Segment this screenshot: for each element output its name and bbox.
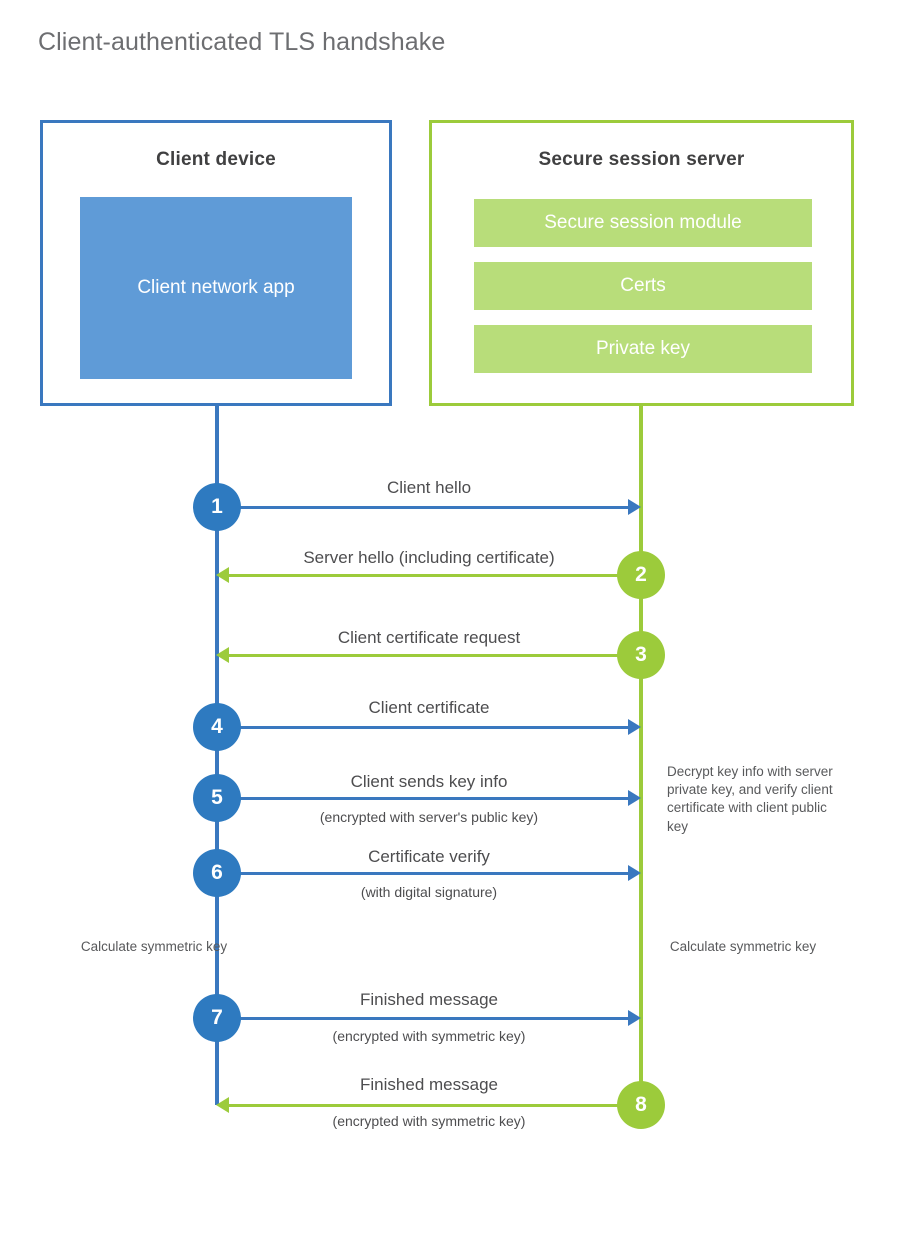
secure-session-server-title: Secure session server <box>538 149 745 170</box>
server-decrypt-note: Decrypt key info with server private key… <box>667 764 833 834</box>
step-2-label: Server hello (including certificate) <box>303 548 555 567</box>
client-device-box: Client device Client network app <box>40 120 392 406</box>
step-2-arrow-line <box>229 574 641 577</box>
step-6-arrow-head-icon <box>628 865 641 881</box>
server-component-certs: Certs <box>474 262 812 310</box>
step-5-arrow-line <box>217 797 629 800</box>
client-calculate-symmetric-key-note: Calculate symmetric key <box>80 939 228 954</box>
step-4-arrow-head-icon <box>628 719 641 735</box>
step-5-marker[interactable]: 5 <box>193 774 241 822</box>
step-6-arrow-line <box>217 872 629 875</box>
step-1-label: Client hello <box>386 478 472 497</box>
step-5-arrow-head-icon <box>628 790 641 806</box>
step-1-marker[interactable]: 1 <box>193 483 241 531</box>
step-4-arrow-line <box>217 726 629 729</box>
server-calculate-symmetric-key-note: Calculate symmetric key <box>669 939 817 954</box>
step-6-sublabel: (with digital signature) <box>360 884 498 900</box>
step-6-marker[interactable]: 6 <box>193 849 241 897</box>
step-5-label: Client sends key info <box>350 772 508 791</box>
step-4-marker[interactable]: 4 <box>193 703 241 751</box>
step-7-marker[interactable]: 7 <box>193 994 241 1042</box>
step-2-arrow-head-icon <box>216 567 229 583</box>
step-2-marker[interactable]: 2 <box>617 551 665 599</box>
step-8-sublabel: (encrypted with symmetric key) <box>332 1113 526 1129</box>
step-7-label: Finished message <box>360 990 498 1009</box>
server-lifeline <box>639 406 643 1105</box>
step-5-sublabel: (encrypted with server's public key) <box>319 809 539 825</box>
step-7-arrow-line <box>217 1017 629 1020</box>
step-3-arrow-head-icon <box>216 647 229 663</box>
client-lifeline <box>215 406 219 1105</box>
step-1-arrow-line <box>217 506 629 509</box>
step-7-sublabel: (encrypted with symmetric key) <box>332 1028 526 1044</box>
client-network-app-block: Client network app <box>80 197 352 379</box>
client-device-title: Client device <box>156 149 276 170</box>
page-title: Client-authenticated TLS handshake <box>38 28 446 56</box>
step-6-label: Certificate verify <box>368 847 490 866</box>
step-8-label: Finished message <box>360 1075 498 1094</box>
step-8-marker[interactable]: 8 <box>617 1081 665 1129</box>
secure-session-server-box: Secure session server Secure session mod… <box>429 120 854 406</box>
step-4-label: Client certificate <box>368 698 490 717</box>
server-component-secure-session-module: Secure session module <box>474 199 812 247</box>
server-component-list: Secure session module Certs Private key <box>474 199 812 388</box>
step-1-arrow-head-icon <box>628 499 641 515</box>
step-8-arrow-head-icon <box>216 1097 229 1113</box>
step-3-marker[interactable]: 3 <box>617 631 665 679</box>
step-7-arrow-head-icon <box>628 1010 641 1026</box>
server-component-private-key: Private key <box>474 325 812 373</box>
step-8-arrow-line <box>229 1104 641 1107</box>
step-3-arrow-line <box>229 654 641 657</box>
step-3-label: Client certificate request <box>337 628 521 647</box>
